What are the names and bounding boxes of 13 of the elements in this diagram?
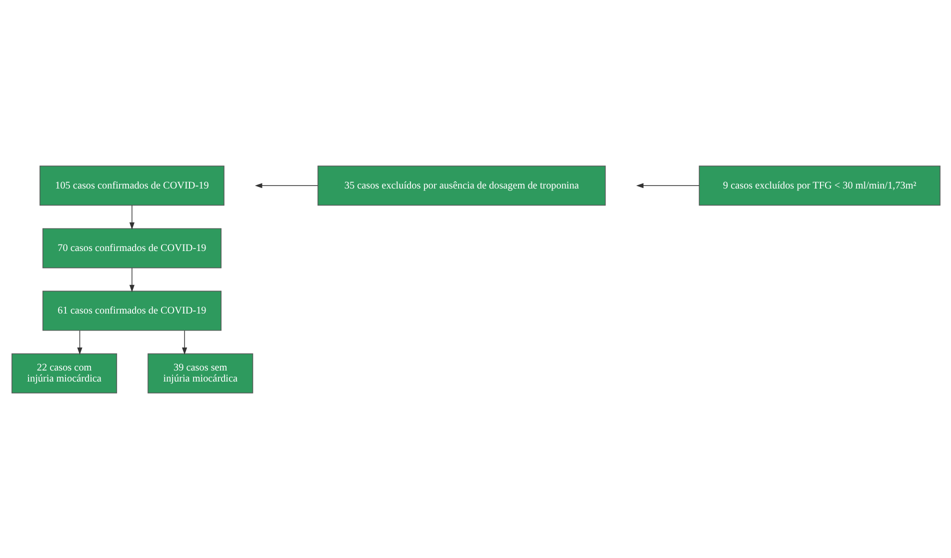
arrow bbox=[254, 182, 318, 188]
node-box: 35 casos excluídos por ausência de dosagem de troponina bbox=[317, 165, 606, 206]
arrow bbox=[636, 182, 699, 188]
arrow bbox=[182, 330, 187, 354]
node-box: 9 casos excluídos por TFG < 30 ml/min/1,73m² bbox=[698, 165, 940, 206]
arrow bbox=[128, 204, 134, 230]
node-box: 61 casos confirmados de COVID-19 bbox=[42, 290, 221, 330]
node-box: 105 casos confirmados de COVID-19 bbox=[39, 165, 224, 206]
arrow bbox=[128, 267, 134, 292]
node-box: 22 casos com injúria miocárdica bbox=[11, 352, 117, 393]
node-box: 70 casos confirmados de COVID-19 bbox=[42, 228, 221, 268]
node-box: 39 casos sem injúria miocárdica bbox=[147, 352, 253, 393]
arrow bbox=[76, 330, 82, 354]
